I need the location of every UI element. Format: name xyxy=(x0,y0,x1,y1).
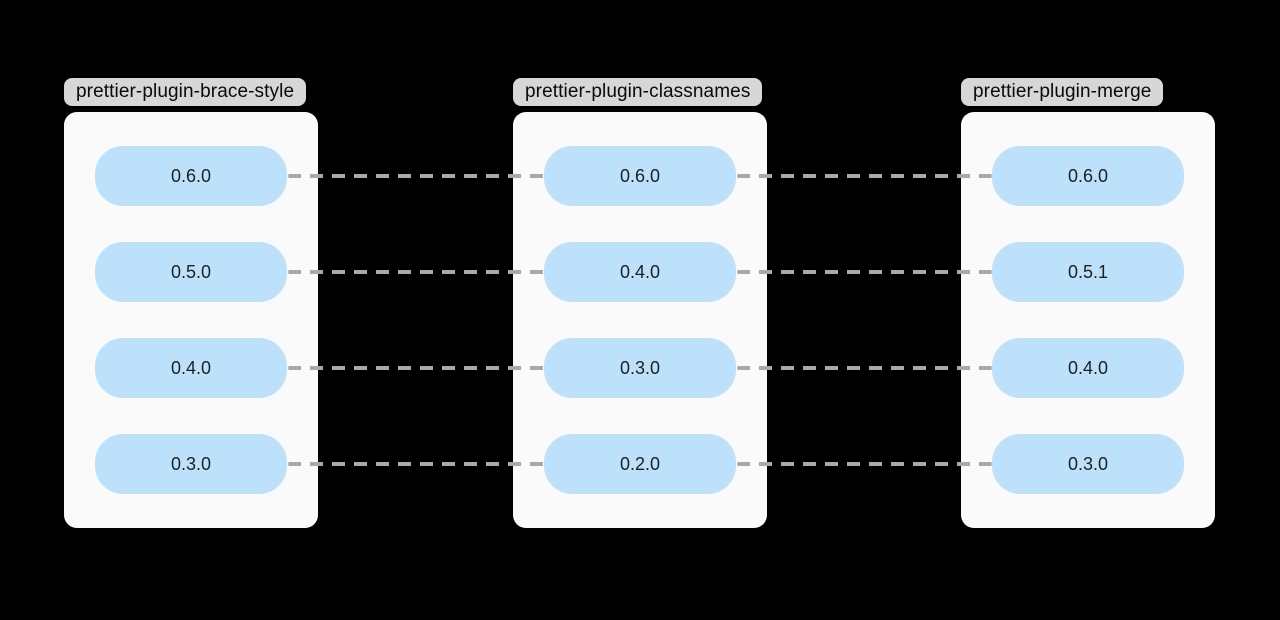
connector-line xyxy=(288,366,544,370)
package-label-brace-style: prettier-plugin-brace-style xyxy=(64,78,307,106)
version-node: 0.4.0 xyxy=(992,338,1184,398)
version-node: 0.3.0 xyxy=(992,434,1184,494)
version-node: 0.6.0 xyxy=(95,146,287,206)
package-card-merge: 0.6.0 0.5.1 0.4.0 0.3.0 xyxy=(961,112,1215,528)
version-node: 0.5.0 xyxy=(95,242,287,302)
version-node: 0.2.0 xyxy=(544,434,736,494)
version-node: 0.6.0 xyxy=(992,146,1184,206)
connector-line xyxy=(288,462,544,466)
package-card-classnames: 0.6.0 0.4.0 0.3.0 0.2.0 xyxy=(513,112,767,528)
connector-line xyxy=(737,270,992,274)
connector-line xyxy=(737,366,992,370)
package-column-brace-style: prettier-plugin-brace-style 0.6.0 0.5.0 … xyxy=(64,78,318,528)
version-node: 0.4.0 xyxy=(544,242,736,302)
connector-line xyxy=(737,462,992,466)
connector-line xyxy=(288,270,544,274)
package-label-classnames: prettier-plugin-classnames xyxy=(513,78,763,106)
version-node: 0.5.1 xyxy=(992,242,1184,302)
package-label-merge: prettier-plugin-merge xyxy=(961,78,1164,106)
version-node: 0.4.0 xyxy=(95,338,287,398)
connector-line xyxy=(737,174,992,178)
version-node: 0.6.0 xyxy=(544,146,736,206)
package-column-merge: prettier-plugin-merge 0.6.0 0.5.1 0.4.0 … xyxy=(961,78,1215,528)
connector-line xyxy=(288,174,544,178)
package-column-classnames: prettier-plugin-classnames 0.6.0 0.4.0 0… xyxy=(513,78,767,528)
package-card-brace-style: 0.6.0 0.5.0 0.4.0 0.3.0 xyxy=(64,112,318,528)
version-node: 0.3.0 xyxy=(95,434,287,494)
version-node: 0.3.0 xyxy=(544,338,736,398)
